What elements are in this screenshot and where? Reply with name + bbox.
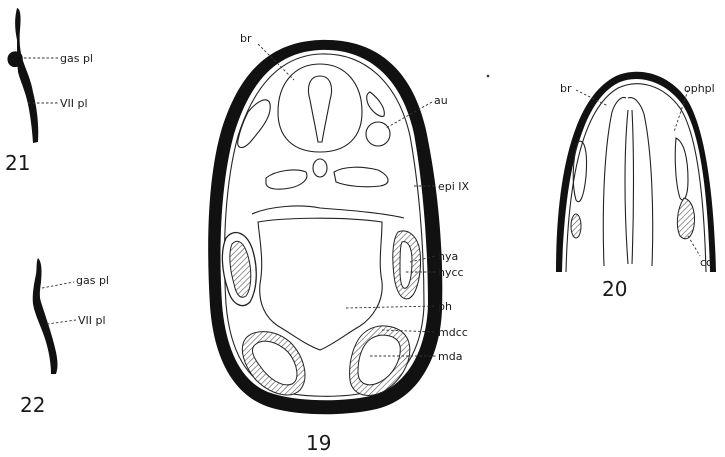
fig20-cc-label: cc	[700, 256, 712, 269]
fig21-number: 21	[5, 151, 30, 175]
figure-22: gas pl VII pl 22	[20, 258, 109, 417]
fig19-pharynx	[258, 218, 382, 350]
fig21-viipl-label: VII pl	[60, 97, 88, 110]
fig20-neural-canal-right	[632, 110, 634, 264]
fig19-epi-label: epi IX	[438, 180, 470, 193]
fig21-nerve-profile	[15, 8, 38, 143]
fig20-left-cartilage	[571, 214, 581, 238]
fig20-number: 20	[602, 277, 627, 301]
fig19-ph-label: ph	[438, 300, 452, 313]
figure-19: br au epi IX hya hycc ph mdcc mda 19	[208, 32, 469, 455]
fig20-neural-canal	[625, 110, 628, 264]
fig21-ganglion-bulb	[7, 51, 22, 67]
fig19-au-label: au	[434, 94, 448, 107]
fig20-brain-left	[603, 98, 626, 266]
fig19-mesenchyme-band	[252, 206, 404, 218]
figure-20: br ophpl cc 20	[556, 72, 716, 301]
fig19-hycc-label: hycc	[438, 266, 464, 279]
fig19-number: 19	[306, 431, 331, 455]
fig19-mdcc-label: mdcc	[438, 326, 468, 339]
fig19-br-label: br	[240, 32, 252, 45]
fig22-nerve-profile	[33, 258, 58, 374]
fig20-outer-ectoderm	[556, 72, 716, 272]
fig19-neural-canal	[308, 76, 331, 142]
fig19-auditory-vesicle	[366, 122, 390, 146]
fig22-gaspl-label: gas pl	[76, 274, 109, 287]
fig22-viipl-label: VII pl	[78, 314, 106, 327]
fig22-number: 22	[20, 393, 45, 417]
fig20-br-label: br	[560, 82, 572, 95]
fig19-right-roof-cartilage	[334, 167, 388, 187]
fig19-hya-label: hya	[438, 250, 458, 263]
fig19-right-parachordal	[367, 92, 385, 116]
fig21-gaspl-label: gas pl	[60, 52, 93, 65]
figure-21: gas pl VII pl 21	[5, 8, 93, 175]
fig19-notochord	[313, 159, 327, 177]
fig19-left-roof-cartilage	[266, 170, 307, 189]
fig20-ophpl-label: ophpl	[684, 82, 715, 95]
stray-dot	[487, 75, 490, 78]
fig20-right-lateral	[675, 138, 688, 200]
fig20-brain-right	[628, 98, 653, 266]
fig19-right-hyoid-inner	[400, 242, 412, 289]
fig20-right-cartilage	[677, 198, 694, 239]
fig19-mda-label: mda	[438, 350, 462, 363]
